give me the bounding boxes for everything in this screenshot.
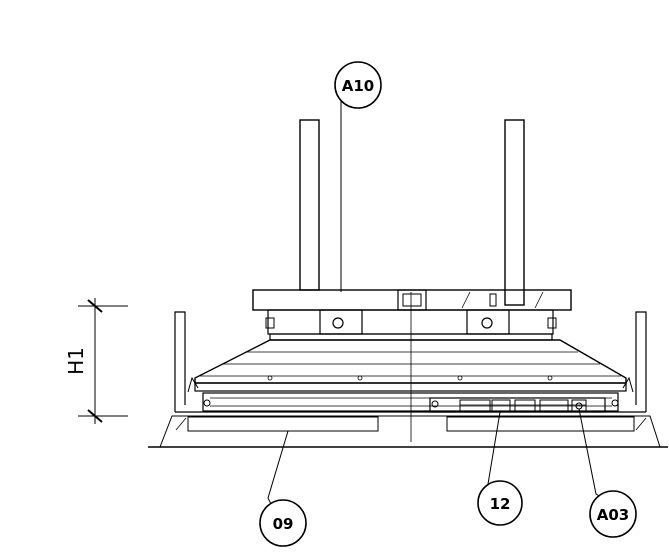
callout-12: 12 — [477, 411, 523, 526]
lower-carriage — [202, 392, 619, 412]
bottom-plates — [175, 416, 647, 432]
callout-a10: A10 — [334, 61, 382, 292]
callout-09: 09 — [259, 430, 307, 547]
bolt-row — [267, 375, 553, 381]
callout-a03: A03 — [578, 408, 637, 538]
callout-12-label: 12 — [490, 495, 511, 513]
spring-pack — [429, 397, 606, 413]
vertical-posts — [299, 119, 525, 306]
callout-09-label: 09 — [273, 515, 294, 533]
side-brackets — [187, 376, 634, 393]
callout-a10-label: A10 — [342, 77, 374, 95]
bell-body — [194, 339, 627, 392]
dimension-label: H1 — [64, 347, 88, 375]
housing — [174, 311, 647, 413]
h1-dimension: H1 — [64, 298, 128, 424]
callout-a03-label: A03 — [597, 506, 629, 524]
top-plate — [252, 289, 572, 311]
